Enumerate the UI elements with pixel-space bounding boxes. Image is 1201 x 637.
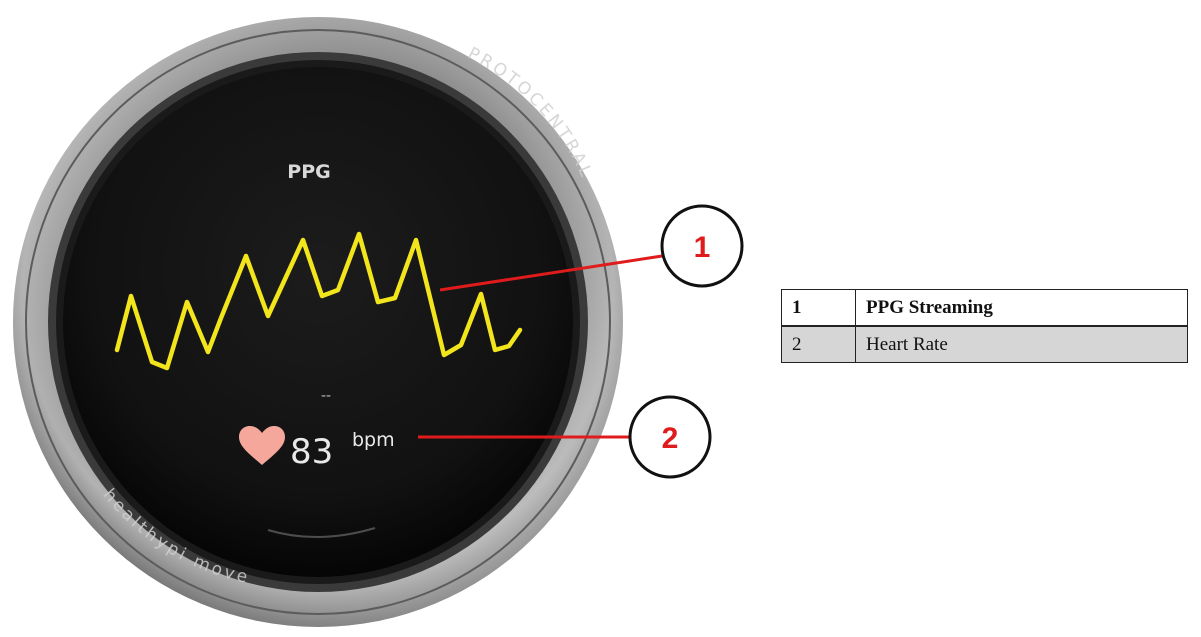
ppg-waveform [114, 231, 523, 371]
legend-table: 1 PPG Streaming 2 Heart Rate [781, 289, 1188, 363]
callout-marker-2 [628, 395, 712, 479]
legend-row: 1 PPG Streaming [781, 289, 1188, 327]
callout-line-1 [439, 254, 663, 292]
screen-status-text: -- [321, 388, 331, 404]
watch-screen [63, 67, 573, 577]
heart-rate-value: 83 [290, 432, 333, 472]
legend-number: 1 [781, 289, 856, 327]
heart-icon [239, 426, 285, 465]
legend-number: 2 [781, 325, 856, 363]
heart-rate-unit: bpm [352, 429, 395, 451]
legend-label: Heart Rate [855, 325, 1188, 363]
callout-marker-1 [660, 204, 744, 288]
callout-number-2: 2 [662, 422, 679, 455]
legend-row: 2 Heart Rate [781, 325, 1188, 363]
legend-label: PPG Streaming [855, 289, 1188, 327]
screen-title: PPG [287, 161, 330, 183]
callout-number-1: 1 [694, 231, 711, 264]
